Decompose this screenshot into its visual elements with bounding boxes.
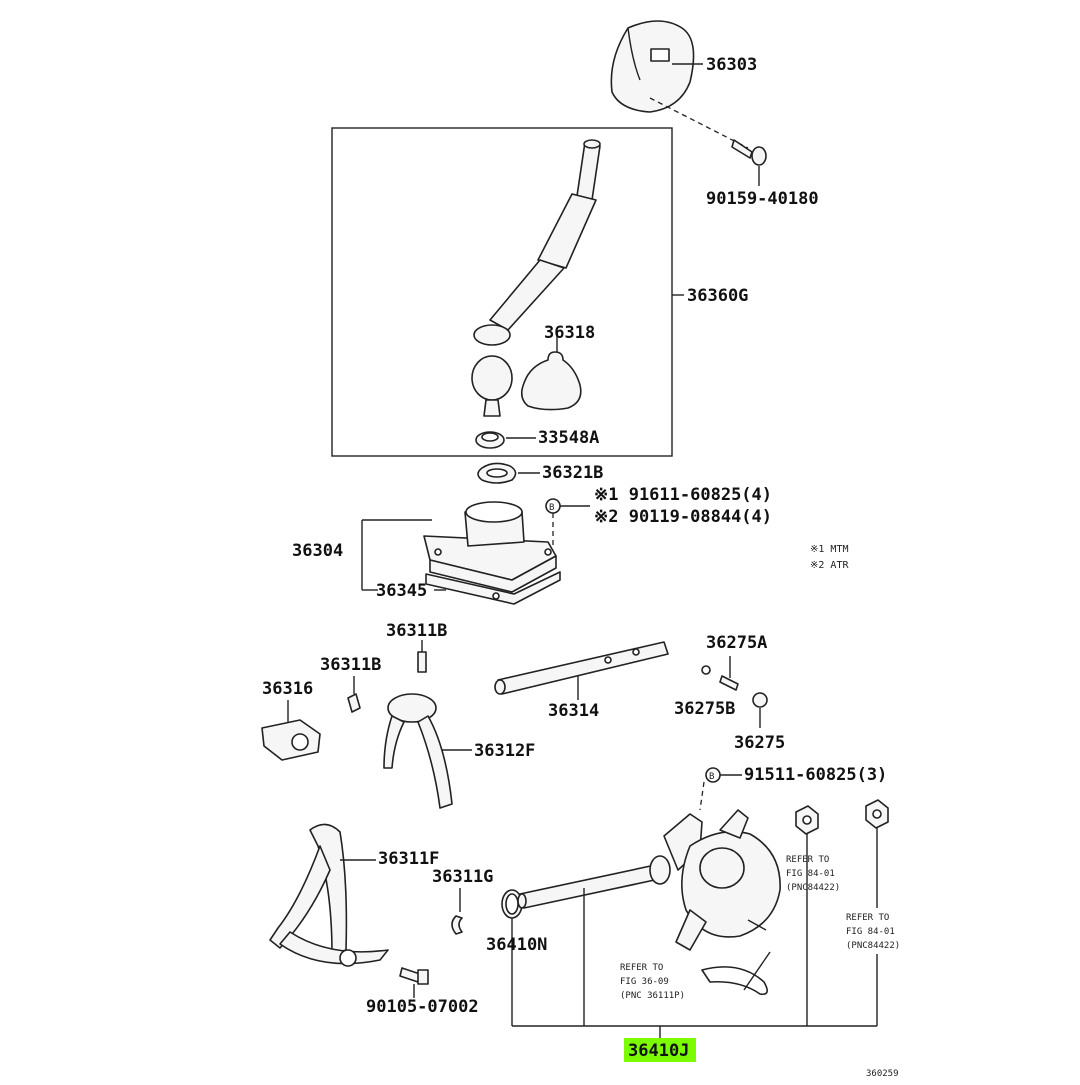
label-36318: 36318 (544, 323, 595, 343)
svg-text:B: B (549, 503, 554, 513)
ball (701, 665, 711, 675)
ref-a-line2: FIG 84-01 (786, 869, 835, 879)
note-atr: ※2 ATR (810, 560, 849, 571)
shift-shaft-36314 (494, 641, 669, 695)
nut-b (865, 799, 889, 829)
shift-fork-36312F (383, 693, 453, 809)
ref-b-line2: FIG 84-01 (846, 927, 895, 937)
bolt (399, 967, 421, 983)
note-mtm: ※1 MTM (810, 544, 848, 555)
ref-c-line2: FIG 36-09 (620, 977, 669, 987)
shift-housing (423, 501, 557, 593)
ref-a-line3: (PNC84422) (786, 883, 840, 893)
gasket (425, 571, 561, 605)
label-36275B: 36275B (674, 699, 735, 719)
e-clip (451, 915, 463, 935)
nut-a (795, 805, 819, 835)
label-36410N: 36410N (486, 935, 547, 955)
shift-block (261, 719, 321, 761)
label-36360G: 36360G (687, 286, 748, 306)
spring-pin (347, 693, 361, 713)
label-33548A: 33548A (538, 428, 599, 448)
figure-id: 360259 (866, 1069, 899, 1079)
svg-text:B: B (709, 772, 714, 782)
ref-b-line3: (PNC84422) (846, 941, 900, 951)
seat-ring (475, 431, 505, 449)
shift-knob (610, 20, 703, 113)
label-36312F: 36312F (474, 741, 535, 761)
label-36321B: 36321B (542, 463, 603, 483)
label-36345: 36345 (376, 581, 427, 601)
label-36275: 36275 (734, 733, 785, 753)
label-90105-07002: 90105-07002 (366, 997, 479, 1017)
label-36304: 36304 (292, 541, 343, 561)
label-36311B: 36311B (320, 655, 381, 675)
spring (719, 675, 739, 691)
highlight-36410J (624, 1038, 696, 1062)
label-36316: 36316 (262, 679, 313, 699)
label-90159-40180: 90159-40180 (706, 189, 819, 209)
label-36311B-top: 36311B (386, 621, 447, 641)
ref-a-line1: REFER TO (786, 855, 829, 865)
label-36275A: 36275A (706, 633, 767, 653)
label-91511-60825: 91511-60825(3) (744, 765, 887, 785)
ref-c-line1: REFER TO (620, 963, 663, 973)
plug (752, 692, 768, 708)
label-90119-08844: ※2 90119-08844(4) (594, 507, 772, 527)
label-36311F: 36311F (378, 849, 439, 869)
label-36410J: 36410J (628, 1041, 689, 1061)
label-36303: 36303 (706, 55, 757, 75)
label-36311G: 36311G (432, 867, 493, 887)
knob-screw (731, 139, 767, 166)
label-36314: 36314 (548, 701, 599, 721)
lever-boot (520, 330, 582, 411)
ref-b-line1: REFER TO (846, 913, 889, 923)
label-91611-60825: ※1 91611-60825(4) (594, 485, 772, 505)
lever-assembly-frame (331, 127, 673, 457)
snap-ring (477, 462, 517, 484)
selector-assembly (517, 809, 781, 996)
shift-lever (471, 139, 601, 417)
shift-fork-36311F (269, 823, 389, 967)
ref-c-line3: (PNC 36111P) (620, 991, 685, 1001)
spring-pin-top (417, 651, 427, 673)
